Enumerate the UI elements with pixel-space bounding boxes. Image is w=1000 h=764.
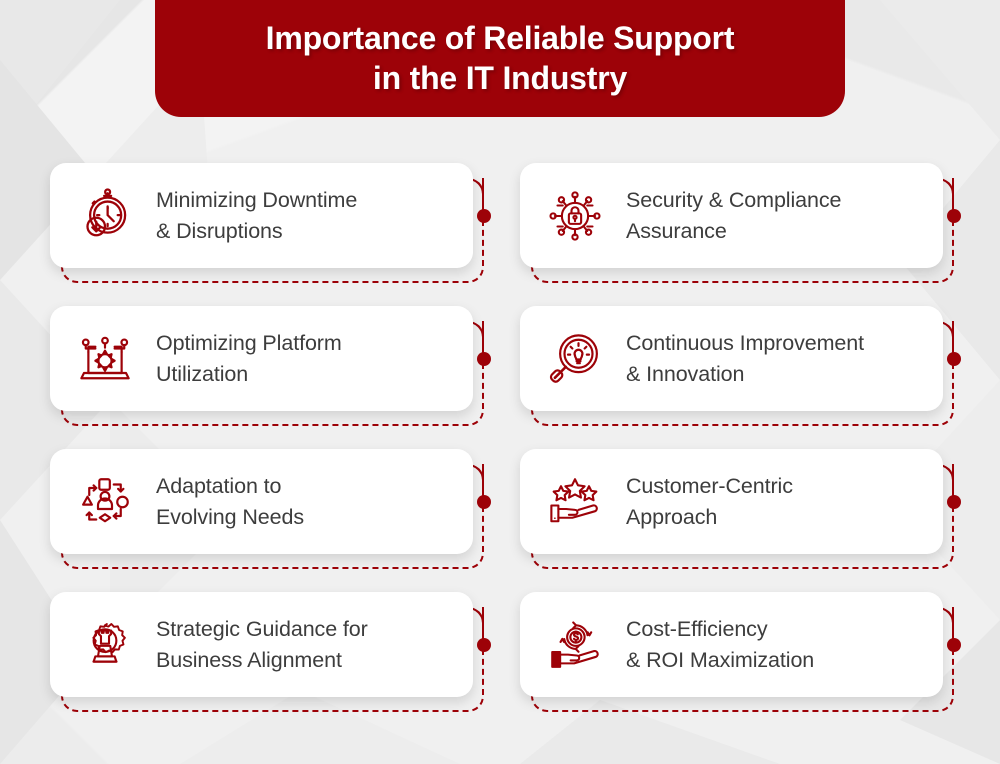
benefit-card-wrapper: Adaptation to Evolving Needs [50, 449, 491, 569]
benefit-card-wrapper: Strategic Guidance for Business Alignmen… [50, 592, 491, 712]
benefit-card-wrapper: Optimizing Platform Utilization [50, 306, 491, 426]
benefit-card[interactable]: Continuous Improvement & Innovation [520, 306, 943, 411]
benefit-card[interactable]: Security & Compliance Assurance [520, 163, 943, 268]
benefit-card[interactable]: Customer-Centric Approach [520, 449, 943, 554]
card-connector-dot [947, 494, 961, 509]
benefit-label: Optimizing Platform Utilization [156, 330, 342, 386]
benefit-label: Minimizing Downtime & Disruptions [156, 187, 358, 243]
chess-rook-gear-icon [76, 616, 134, 674]
cyber-lock-icon [546, 187, 604, 245]
hand-coin-roi-icon [546, 616, 604, 674]
header-banner: Importance of Reliable Support in the IT… [155, 0, 845, 117]
card-connector-dot [477, 351, 491, 366]
page-title: Importance of Reliable Support in the IT… [265, 20, 735, 96]
benefits-grid: Minimizing Downtime & Disruptions [50, 163, 961, 712]
card-connector-dot [947, 208, 961, 223]
benefit-card[interactable]: Minimizing Downtime & Disruptions [50, 163, 473, 268]
benefit-card[interactable]: Adaptation to Evolving Needs [50, 449, 473, 554]
benefit-label: Continuous Improvement & Innovation [626, 330, 865, 386]
card-connector-dot [477, 637, 491, 652]
clock-downtime-icon [76, 187, 134, 245]
benefit-card[interactable]: Strategic Guidance for Business Alignmen… [50, 592, 473, 697]
magnifier-lightbulb-icon [546, 330, 604, 388]
benefit-card-wrapper: Security & Compliance Assurance [520, 163, 961, 283]
benefit-label: Adaptation to Evolving Needs [156, 473, 304, 529]
benefit-label: Security & Compliance Assurance [626, 187, 842, 243]
benefit-card[interactable]: Optimizing Platform Utilization [50, 306, 473, 411]
laptop-gear-icon [76, 330, 134, 388]
hand-stars-icon [546, 473, 604, 531]
benefit-card-wrapper: Cost-Efficiency & ROI Maximization [520, 592, 961, 712]
benefit-card-wrapper: Customer-Centric Approach [520, 449, 961, 569]
benefit-card-wrapper: Minimizing Downtime & Disruptions [50, 163, 491, 283]
card-connector-dot [947, 351, 961, 366]
benefit-card-wrapper: Continuous Improvement & Innovation [520, 306, 961, 426]
benefit-card[interactable]: Cost-Efficiency & ROI Maximization [520, 592, 943, 697]
person-shapes-adapt-icon [76, 473, 134, 531]
card-connector-dot [477, 208, 491, 223]
benefit-label: Customer-Centric Approach [626, 473, 793, 529]
benefit-label: Cost-Efficiency & ROI Maximization [626, 616, 815, 672]
card-connector-dot [947, 637, 961, 652]
benefit-label: Strategic Guidance for Business Alignmen… [156, 616, 368, 672]
card-connector-dot [477, 494, 491, 509]
